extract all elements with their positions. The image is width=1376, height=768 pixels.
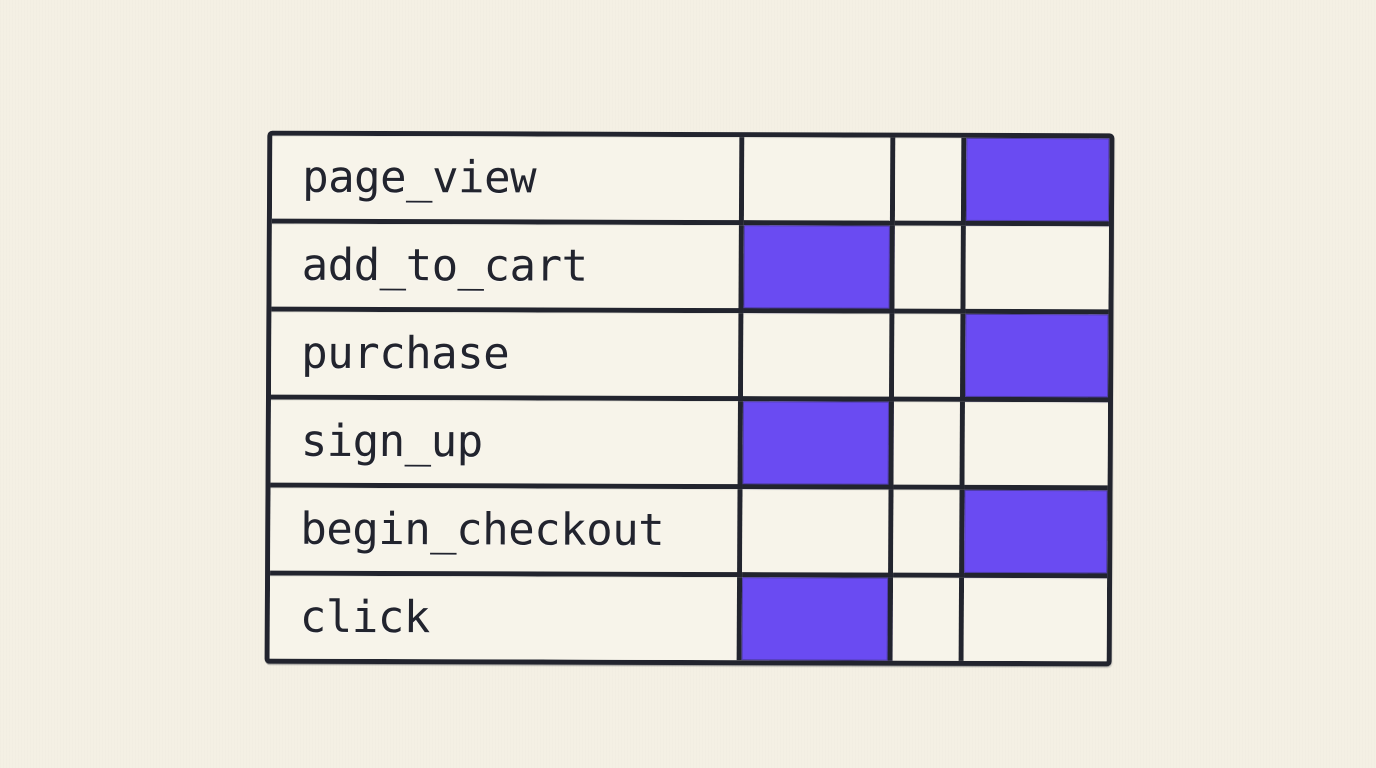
matrix-cell-r1c3[interactable]	[894, 137, 967, 226]
event-name-cell: sign_up	[270, 399, 743, 490]
matrix-cell-r1c4[interactable]	[965, 137, 1110, 227]
matrix-cell-r3c2[interactable]	[742, 313, 895, 402]
table-row[interactable]: click	[269, 575, 1108, 662]
matrix-cell-r4c2[interactable]	[742, 401, 894, 490]
table-row[interactable]: page_view	[271, 135, 1110, 227]
event-name-label: sign_up	[300, 415, 483, 467]
matrix-cell-r1c2[interactable]	[743, 137, 896, 226]
event-name-cell: purchase	[270, 311, 744, 402]
event-name-cell: click	[269, 575, 743, 661]
matrix-cell-r4c4[interactable]	[964, 401, 1108, 491]
table-row[interactable]: purchase	[270, 311, 1109, 403]
event-matrix-table: page_view add_to_cart purchase	[264, 130, 1115, 667]
matrix-cell-r5c4[interactable]	[964, 489, 1108, 579]
event-name-cell: page_view	[271, 135, 745, 226]
event-matrix-container: page_view add_to_cart purchase	[264, 130, 1115, 667]
event-matrix-body: page_view add_to_cart purchase	[269, 135, 1110, 662]
event-name-cell: begin_checkout	[270, 487, 743, 578]
matrix-cell-r5c3[interactable]	[893, 489, 965, 578]
event-name-label: begin_checkout	[300, 503, 665, 556]
matrix-cell-r3c3[interactable]	[893, 313, 966, 402]
event-name-cell: add_to_cart	[271, 223, 744, 314]
table-row[interactable]: begin_checkout	[270, 487, 1108, 579]
event-name-label: purchase	[301, 327, 510, 379]
matrix-cell-r6c4[interactable]	[963, 577, 1108, 662]
table-row[interactable]: add_to_cart	[271, 223, 1109, 315]
table-row[interactable]: sign_up	[270, 399, 1108, 491]
matrix-cell-r6c3[interactable]	[892, 577, 965, 661]
matrix-cell-r5c2[interactable]	[742, 489, 894, 578]
event-name-label: add_to_cart	[301, 239, 588, 292]
event-name-label: page_view	[302, 151, 537, 204]
event-name-label: click	[299, 591, 430, 643]
matrix-cell-r4c3[interactable]	[893, 401, 965, 490]
matrix-cell-r2c3[interactable]	[894, 225, 966, 314]
matrix-cell-r2c4[interactable]	[965, 225, 1109, 315]
matrix-cell-r2c2[interactable]	[743, 225, 895, 314]
matrix-cell-r3c4[interactable]	[964, 313, 1109, 403]
matrix-cell-r6c2[interactable]	[741, 577, 894, 661]
